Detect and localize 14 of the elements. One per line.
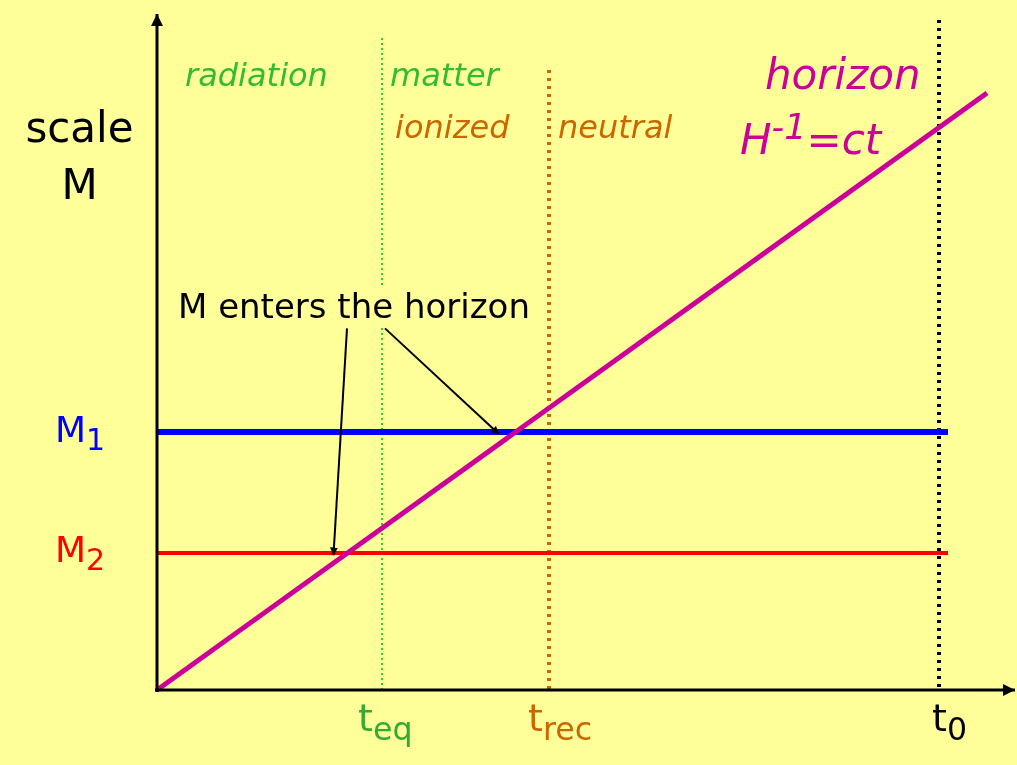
era-label: ionized — [395, 110, 510, 146]
era-label: neutral — [558, 110, 673, 146]
era-label: radiation — [185, 58, 328, 94]
horizon-label: horizon — [765, 52, 921, 99]
scale-label: M$_{1}$ — [55, 410, 106, 457]
time-label: t$_{eq}$ — [358, 698, 413, 747]
scale-label: M$_{2}$ — [55, 530, 106, 577]
leader-line — [384, 327, 501, 436]
era-label: matter — [390, 58, 499, 94]
time-label: t$_{0}$ — [932, 698, 968, 747]
formula-label: H$^{-1}$=ct — [740, 108, 882, 164]
time-label: t$_{rec}$ — [528, 698, 593, 747]
leader-line — [329, 327, 348, 557]
axis-title: scale M — [24, 102, 135, 211]
